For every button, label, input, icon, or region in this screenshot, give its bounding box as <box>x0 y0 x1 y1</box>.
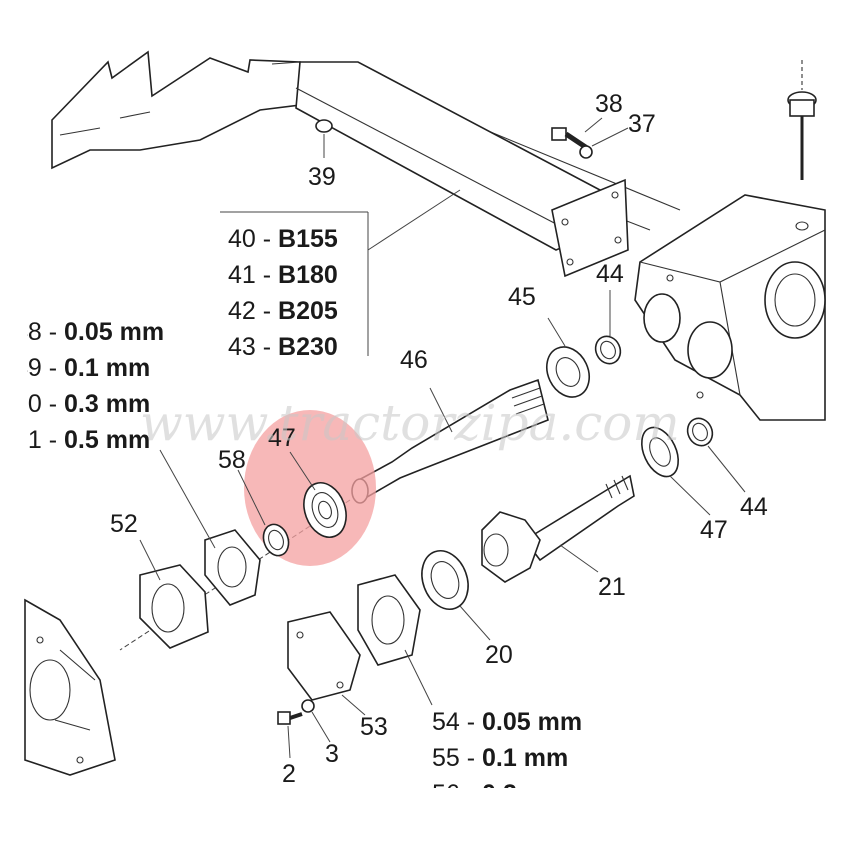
callout-20: 20 <box>485 641 513 669</box>
table-row: 50 - 0.3 mm <box>14 390 150 418</box>
bearing-47-right <box>641 426 711 516</box>
callout-47-left: 47 <box>268 424 296 452</box>
gearbox-housing <box>634 194 826 421</box>
filler-plug <box>787 60 817 180</box>
rear-housing <box>24 598 116 776</box>
callout-45: 45 <box>508 283 536 311</box>
callout-52: 52 <box>110 510 138 538</box>
table-row: 41 - B180 <box>228 261 338 289</box>
table-row: 54 - 0.05 mm <box>432 708 582 736</box>
callout-53: 53 <box>360 713 388 741</box>
callout-labels: 39 38 37 44 45 46 47 58 52 44 47 21 20 5… <box>110 90 768 788</box>
callout-44-right: 44 <box>740 493 768 521</box>
callout-44-top: 44 <box>596 260 624 288</box>
seal-44-right <box>686 417 746 493</box>
watermark: www.tractorzipa.com <box>140 394 680 452</box>
shaft-length-table: 40 - B155 41 - B180 42 - B205 43 - B230 <box>228 225 338 361</box>
nut-39 <box>315 119 333 158</box>
callout-37: 37 <box>628 110 656 138</box>
table-row: 43 - B230 <box>228 333 338 361</box>
table-row: 55 - 0.1 mm <box>432 744 568 772</box>
shim-table-right: 54 - 0.05 mm 55 - 0.1 mm 56 - 0.2 mm <box>432 708 582 808</box>
callout-39: 39 <box>308 163 336 191</box>
table-row: 49 - 0.1 mm <box>14 354 150 382</box>
table-row: 40 - B155 <box>228 225 338 253</box>
cover-53 <box>287 611 366 716</box>
callout-58: 58 <box>218 446 246 474</box>
shim-table-left: 48 - 0.05 mm 49 - 0.1 mm 50 - 0.3 mm 51 … <box>14 318 164 454</box>
callout-3: 3 <box>325 740 339 768</box>
bearing-45 <box>546 317 590 398</box>
seal-44-top <box>594 290 622 365</box>
shim-gasket-48-51 <box>159 449 261 606</box>
bearing-47-left <box>289 451 347 538</box>
table-row: 51 - 0.5 mm <box>14 426 150 454</box>
table-row: 56 - 0.2 mm <box>432 780 568 808</box>
cover-52 <box>139 539 209 649</box>
shim-gasket-54-56 <box>357 574 433 706</box>
ring-58 <box>237 469 290 557</box>
table-row: 42 - B205 <box>228 297 338 325</box>
callout-21: 21 <box>598 573 626 601</box>
bolt-38 <box>551 117 629 159</box>
callout-46: 46 <box>400 346 428 374</box>
callout-47-right: 47 <box>700 516 728 544</box>
tube-40 <box>295 61 629 278</box>
callout-2: 2 <box>282 760 296 788</box>
pinion-shaft-21 <box>481 474 635 583</box>
callout-38: 38 <box>595 90 623 118</box>
table-row: 48 - 0.05 mm <box>14 318 164 346</box>
bolt-2 <box>277 699 331 759</box>
bearing-20 <box>421 550 491 641</box>
